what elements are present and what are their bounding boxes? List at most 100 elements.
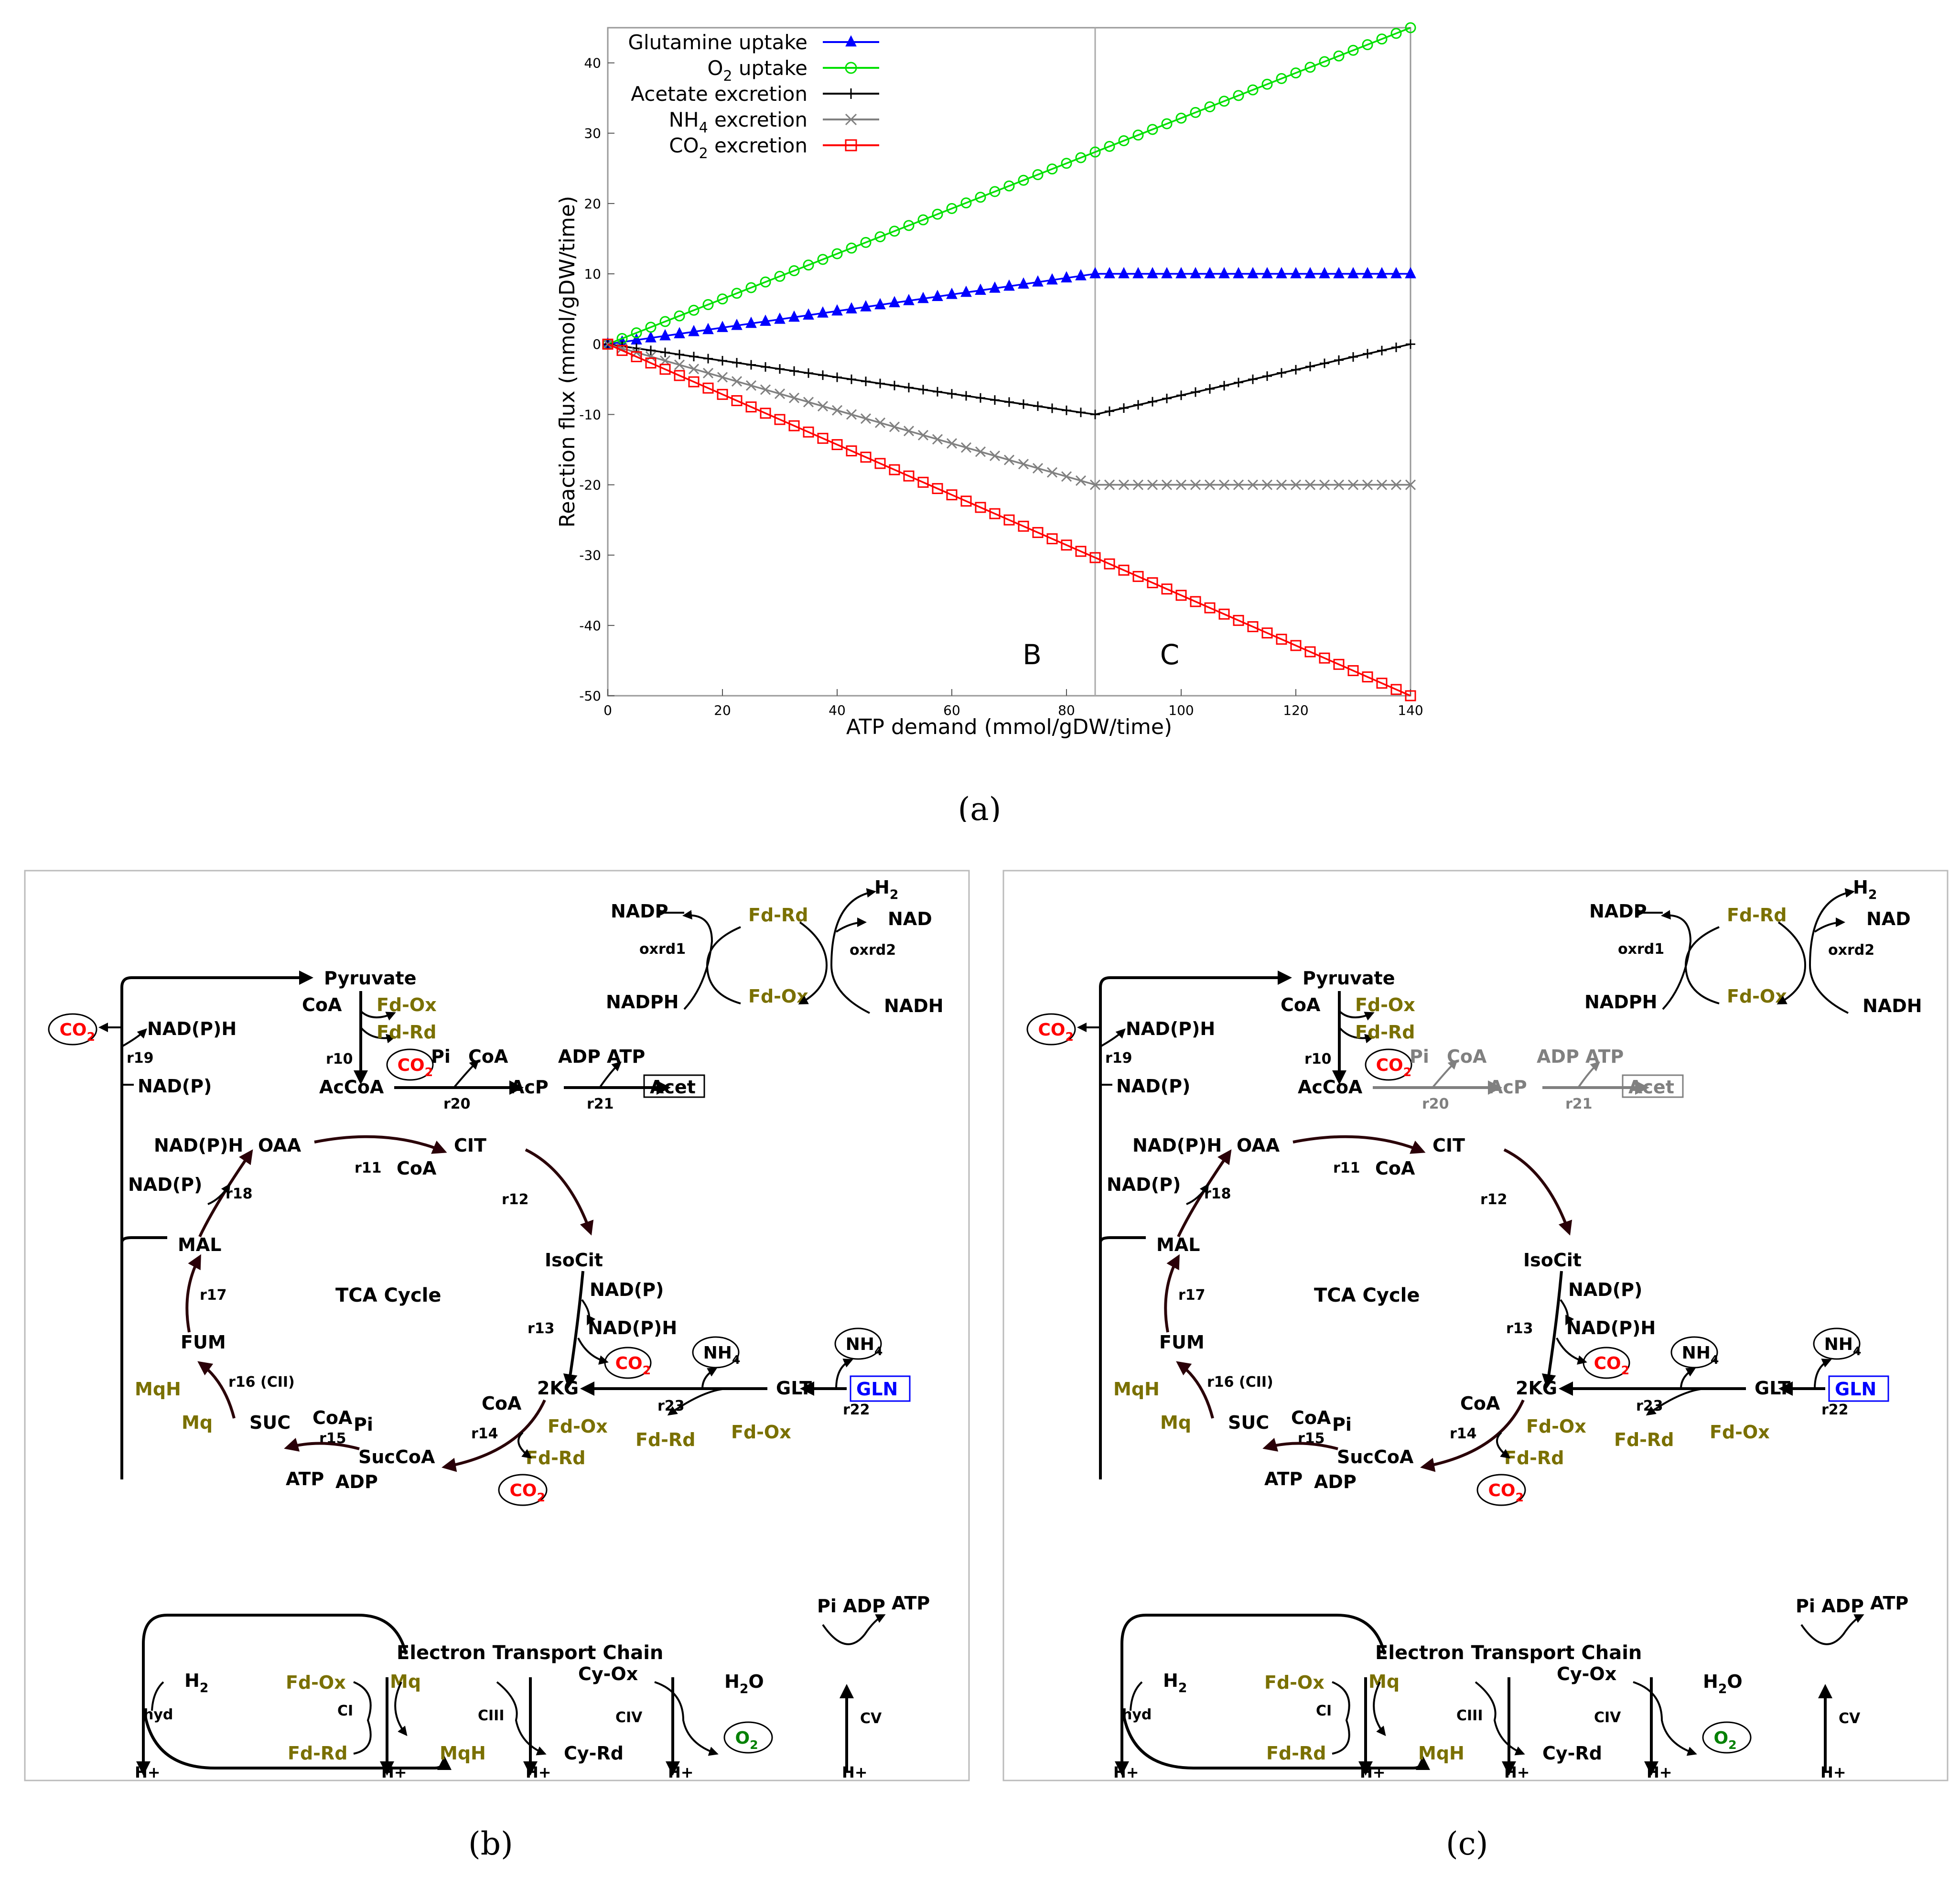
metabolite-label: CO2: [1488, 1481, 1524, 1504]
metabolite-label: O2: [1714, 1728, 1737, 1752]
reaction-label: oxrd1: [1618, 941, 1664, 958]
data-point: [1161, 267, 1173, 279]
data-point: [847, 374, 856, 384]
legend-marker: [845, 113, 857, 126]
data-point: [1376, 33, 1388, 45]
reaction-arrow: [1338, 1026, 1375, 1044]
data-point: [731, 395, 743, 406]
data-point: [1362, 479, 1373, 490]
reaction-arrow: [835, 1359, 853, 1389]
data-point: [1147, 267, 1158, 279]
metabolite-label: Acet: [1628, 1077, 1674, 1098]
metabolite-label: NAD(P): [128, 1174, 202, 1195]
data-point: [1290, 67, 1302, 79]
data-point: [674, 327, 685, 338]
x-tick-label: 80: [1058, 702, 1075, 718]
metabolite-label: NH4: [1824, 1335, 1862, 1358]
metabolite-label: NAD(P)H: [1566, 1317, 1656, 1338]
reaction-arrow: [599, 1061, 622, 1089]
data-point: [731, 288, 743, 299]
metabolite-label: AcP: [1489, 1077, 1527, 1098]
reaction-arrow: [1496, 1432, 1511, 1459]
data-point: [1204, 267, 1216, 279]
legend-label: Glutamine uptake: [628, 31, 808, 54]
data-point: [889, 226, 900, 237]
data-point: [1118, 267, 1130, 279]
metabolite-label: Fd-Rd: [1727, 905, 1787, 926]
data-point: [1118, 564, 1130, 576]
compound-oval: [1583, 1347, 1630, 1379]
reaction-arrow: [822, 1614, 886, 1645]
metabolite-label: CO2: [510, 1481, 546, 1504]
reaction-arrow: [1646, 1388, 1705, 1416]
data-point: [1190, 107, 1201, 118]
metabolite-label: IsoCit: [545, 1250, 603, 1271]
data-point: [1190, 596, 1201, 607]
series-line: [607, 343, 1411, 697]
reaction-label: r12: [502, 1191, 529, 1208]
data-point: [774, 388, 786, 399]
data-point: [1061, 158, 1072, 169]
data-point: [631, 351, 642, 362]
data-point: [846, 445, 857, 457]
data-point: [1290, 479, 1302, 490]
reaction-arrow: [120, 971, 313, 1479]
data-point: [659, 329, 671, 341]
reaction-arrow: [1292, 1135, 1426, 1154]
x-axis-label: ATP demand (mmol/gDW/time): [846, 715, 1172, 739]
metabolite-label: Fd-Ox: [1526, 1416, 1586, 1437]
reaction-arrow: [1541, 1271, 1563, 1389]
metabolite-label: Fd-Rd: [377, 1022, 436, 1043]
reaction-arrow: [442, 1399, 546, 1472]
data-point: [975, 283, 986, 295]
metabolite-label: FUM: [181, 1332, 226, 1353]
reaction-label: r16 (CII): [1207, 1374, 1273, 1391]
reaction-arrow: [207, 1183, 231, 1205]
data-point: [1061, 271, 1072, 283]
data-point: [746, 360, 756, 370]
reaction-arrow: [1432, 1059, 1458, 1089]
data-point: [1405, 22, 1416, 33]
reaction-arrow: [706, 926, 741, 1004]
data-point: [1075, 269, 1087, 280]
reaction-arrow: [517, 1432, 532, 1459]
data-point: [1147, 479, 1158, 490]
diagram-frame: [1002, 870, 1949, 1781]
data-point: [846, 242, 857, 254]
metabolite-label: Mq: [390, 1671, 421, 1692]
reaction-label: r19: [127, 1050, 154, 1067]
reaction-arrow: [120, 1236, 167, 1479]
metabolite-label: CO2: [615, 1354, 651, 1377]
data-point: [1061, 539, 1072, 551]
data-point: [917, 214, 929, 226]
metabolite-label: Pi: [354, 1414, 373, 1435]
metabolite-label: Mq: [1368, 1671, 1400, 1692]
data-point: [1218, 479, 1230, 490]
metabolite-label: SucCoA: [358, 1446, 435, 1467]
metabolite-label: SucCoA: [1337, 1446, 1414, 1467]
compound-oval: [386, 1048, 434, 1081]
metabolite-label: NAD(P): [1107, 1174, 1181, 1195]
metabolite-label: H2: [1163, 1670, 1187, 1695]
legend-label: O2 uptake: [707, 56, 808, 85]
data-point: [717, 321, 728, 332]
data-point: [989, 186, 1001, 197]
reaction-arrow: [1577, 1061, 1600, 1089]
data-point: [831, 405, 843, 416]
reaction-label: r16 (CII): [228, 1374, 295, 1391]
reaction-arrow: [151, 1681, 164, 1711]
reaction-arrow: [453, 1059, 479, 1089]
metabolite-label: NH4: [1682, 1343, 1719, 1367]
metabolite-label: Pi: [431, 1046, 451, 1067]
data-point: [860, 452, 872, 463]
data-point: [1233, 615, 1244, 626]
metabolite-label: ATP: [1264, 1468, 1303, 1489]
data-point: [702, 382, 714, 394]
reaction-label: CV: [860, 1710, 882, 1727]
proton-label: H+: [526, 1763, 551, 1781]
data-point: [874, 298, 886, 310]
data-point: [917, 430, 929, 441]
data-point: [946, 489, 958, 501]
reaction-arrow: [1809, 888, 1855, 1014]
data-point: [860, 413, 872, 424]
